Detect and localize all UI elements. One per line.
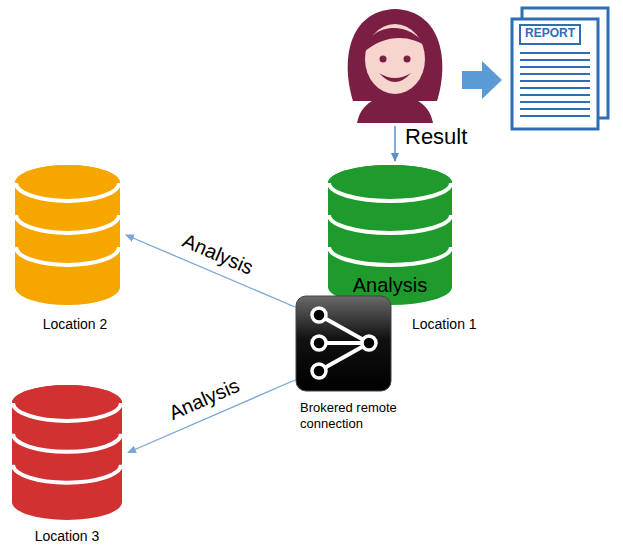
edge-label: Analysis: [165, 374, 242, 424]
location-caption: Location 3: [35, 528, 100, 546]
result-label: Result: [405, 124, 467, 149]
result-arrow: [394, 126, 396, 161]
database-cylinder: [12, 385, 122, 520]
database-cylinder: [15, 165, 120, 305]
report-icon: [512, 8, 608, 129]
database-text: Analysis: [328, 274, 452, 296]
edge-label: Analysis: [179, 229, 256, 278]
report-title: REPORT: [520, 27, 580, 41]
database-node: Location 2: [15, 165, 120, 305]
database-node: AnalysisLocation 1: [328, 165, 452, 305]
person-icon: [348, 9, 443, 123]
broker-icon: [295, 295, 392, 392]
broker-node: Brokered remote connection: [295, 295, 392, 392]
broker-caption: Brokered remote connection: [300, 400, 412, 433]
location-caption: Location 2: [43, 316, 108, 334]
block-arrow: [462, 61, 502, 99]
database-node: Location 3: [12, 385, 122, 520]
location-caption: Location 1: [412, 316, 477, 334]
